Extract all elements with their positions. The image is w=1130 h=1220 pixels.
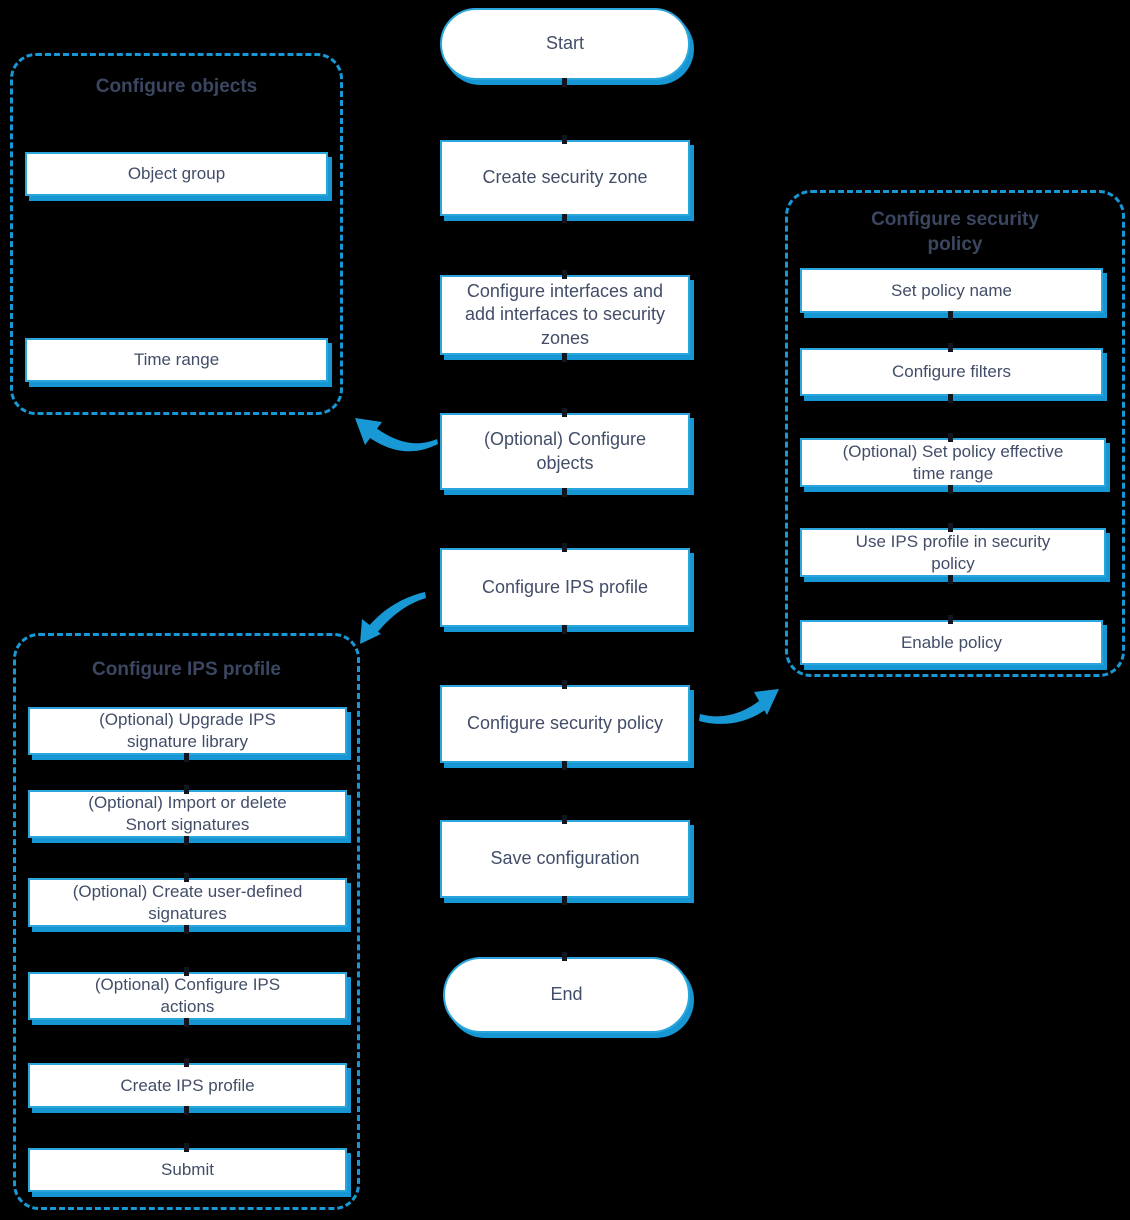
item-configure-filters: Configure filters [800, 348, 1103, 396]
connector-tick [184, 753, 189, 762]
node-configure-security-policy: Configure security policy [440, 685, 690, 763]
connector-tick [184, 967, 189, 976]
connector-tick [562, 761, 567, 770]
connector-tick [184, 925, 189, 934]
connector-tick [562, 78, 567, 87]
item-time-range: Time range [25, 338, 328, 382]
group-configure-ips-profile [13, 633, 360, 1210]
connector-tick [562, 270, 567, 279]
connector-tick [562, 543, 567, 552]
group-configure-security-policy [785, 190, 1125, 677]
connector-tick [562, 680, 567, 689]
curved-arrow-down-left-icon [360, 592, 426, 644]
connector-tick [184, 1106, 189, 1115]
connector-tick [184, 836, 189, 845]
group-configure-objects-title: Configure objects [95, 76, 258, 97]
node-optional-configure-objects: (Optional) Configure objects [440, 413, 690, 490]
curved-arrow-up-left-icon [355, 418, 438, 452]
connector-tick [562, 952, 567, 961]
connector-tick [184, 873, 189, 882]
item-submit: Submit [28, 1148, 347, 1192]
item-create-ips-profile: Create IPS profile [28, 1063, 347, 1108]
item-set-policy-effective-time-range: (Optional) Set policy effective time ran… [800, 438, 1106, 487]
connector-tick [184, 785, 189, 794]
connector-tick [562, 214, 567, 223]
group-configure-ips-profile-title: Configure IPS profile [92, 659, 281, 680]
item-object-group: Object group [25, 152, 328, 196]
node-start: Start [440, 8, 690, 80]
item-enable-policy: Enable policy [800, 620, 1103, 665]
connector-tick [562, 896, 567, 905]
item-upgrade-ips-signature-library: (Optional) Upgrade IPS signature library [28, 707, 347, 755]
item-configure-ips-actions: (Optional) Configure IPS actions [28, 972, 347, 1020]
connector-tick [948, 575, 953, 584]
item-use-ips-profile-in-security-policy: Use IPS profile in security policy [800, 528, 1106, 577]
item-create-user-defined-signatures: (Optional) Create user-defined signature… [28, 878, 347, 927]
connector-tick [562, 353, 567, 362]
connector-tick [948, 433, 953, 442]
node-configure-ips-profile: Configure IPS profile [440, 548, 690, 627]
node-save-configuration: Save configuration [440, 820, 690, 898]
item-import-delete-snort-signatures: (Optional) Import or delete Snort signat… [28, 790, 347, 838]
connector-tick [562, 488, 567, 497]
connector-tick [184, 1058, 189, 1067]
connector-tick [948, 343, 953, 352]
curved-arrow-up-right-icon [699, 689, 779, 724]
connector-tick [562, 815, 567, 824]
connector-tick [562, 135, 567, 144]
node-create-security-zone: Create security zone [440, 140, 690, 216]
connector-tick [948, 523, 953, 532]
connector-tick [184, 1018, 189, 1027]
group-configure-security-policy-title: Configure security policy [871, 209, 1039, 255]
item-set-policy-name: Set policy name [800, 268, 1103, 313]
group-configure-objects [10, 53, 343, 415]
connector-tick [948, 311, 953, 320]
connector-tick [562, 625, 567, 634]
node-end: End [443, 957, 690, 1033]
connector-tick [184, 1143, 189, 1152]
connector-tick [948, 615, 953, 624]
connector-tick [562, 408, 567, 417]
node-configure-interfaces: Configure interfaces and add interfaces … [440, 275, 690, 355]
connector-tick [948, 394, 953, 403]
connector-tick [948, 485, 953, 494]
